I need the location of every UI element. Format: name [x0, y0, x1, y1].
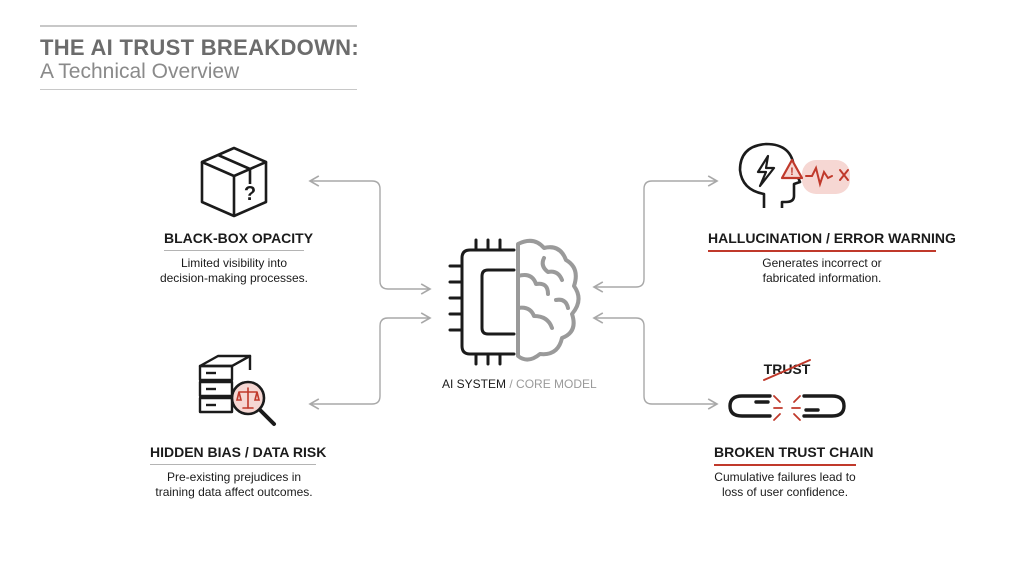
broken-trust-title: BROKEN TRUST CHAIN [714, 444, 873, 466]
center-label-soft: CORE MODEL [516, 377, 597, 391]
warning-glyph: ! [790, 166, 794, 178]
connector-broken-trust [592, 312, 719, 410]
box-question-icon: ? [200, 146, 268, 218]
connector-hidden-bias [308, 312, 432, 410]
connector-black-box [308, 175, 432, 295]
hidden-bias-desc-line-2: training data affect outcomes. [155, 485, 313, 499]
broken-trust-desc-line-1: Cumulative failures lead to [714, 470, 856, 484]
black-box-desc: Limited visibility into decision-making … [144, 256, 324, 286]
black-box-desc-line-2: decision-making processes. [159, 271, 309, 285]
hallucination-title: HALLUCINATION / ERROR WARNING [708, 230, 956, 252]
database-scale-magnifier-icon [198, 354, 276, 426]
box-question-glyph: ? [244, 183, 256, 205]
hallucination-desc: Generates incorrect or fabricated inform… [702, 256, 942, 286]
hidden-bias-title: HIDDEN BIAS / DATA RISK [150, 444, 326, 465]
signal-backdrop [802, 160, 850, 194]
page-title: THE AI TRUST BREAKDOWN: [40, 35, 359, 60]
trust-strike [763, 359, 811, 381]
hallucination-desc-line-2: fabricated information. [762, 271, 882, 285]
hidden-bias-desc-line-1: Pre-existing prejudices in [166, 470, 302, 484]
center-label-strong: AI SYSTEM [442, 377, 507, 391]
broken-trust-desc: Cumulative failures lead to loss of user… [690, 470, 880, 500]
hallucination-desc-line-1: Generates incorrect or [762, 256, 882, 270]
black-box-title: BLACK-BOX OPACITY [164, 230, 313, 251]
center-label: AI SYSTEM / CORE MODEL [442, 377, 597, 391]
page-subtitle: A Technical Overview [40, 60, 240, 83]
chip-brain-icon [448, 238, 581, 366]
header-bottom-rule [40, 89, 357, 90]
broken-trust-desc-line-2: loss of user confidence. [721, 485, 849, 499]
hidden-bias-desc: Pre-existing prejudices in training data… [136, 470, 332, 500]
black-box-desc-line-1: Limited visibility into [180, 256, 288, 270]
head-warning-signal-icon: ! [738, 142, 850, 208]
broken-chain-icon: TRUST [728, 359, 846, 421]
header-top-rule [40, 25, 357, 27]
connector-hallucination [592, 175, 719, 293]
center-label-separator: / [506, 377, 517, 391]
